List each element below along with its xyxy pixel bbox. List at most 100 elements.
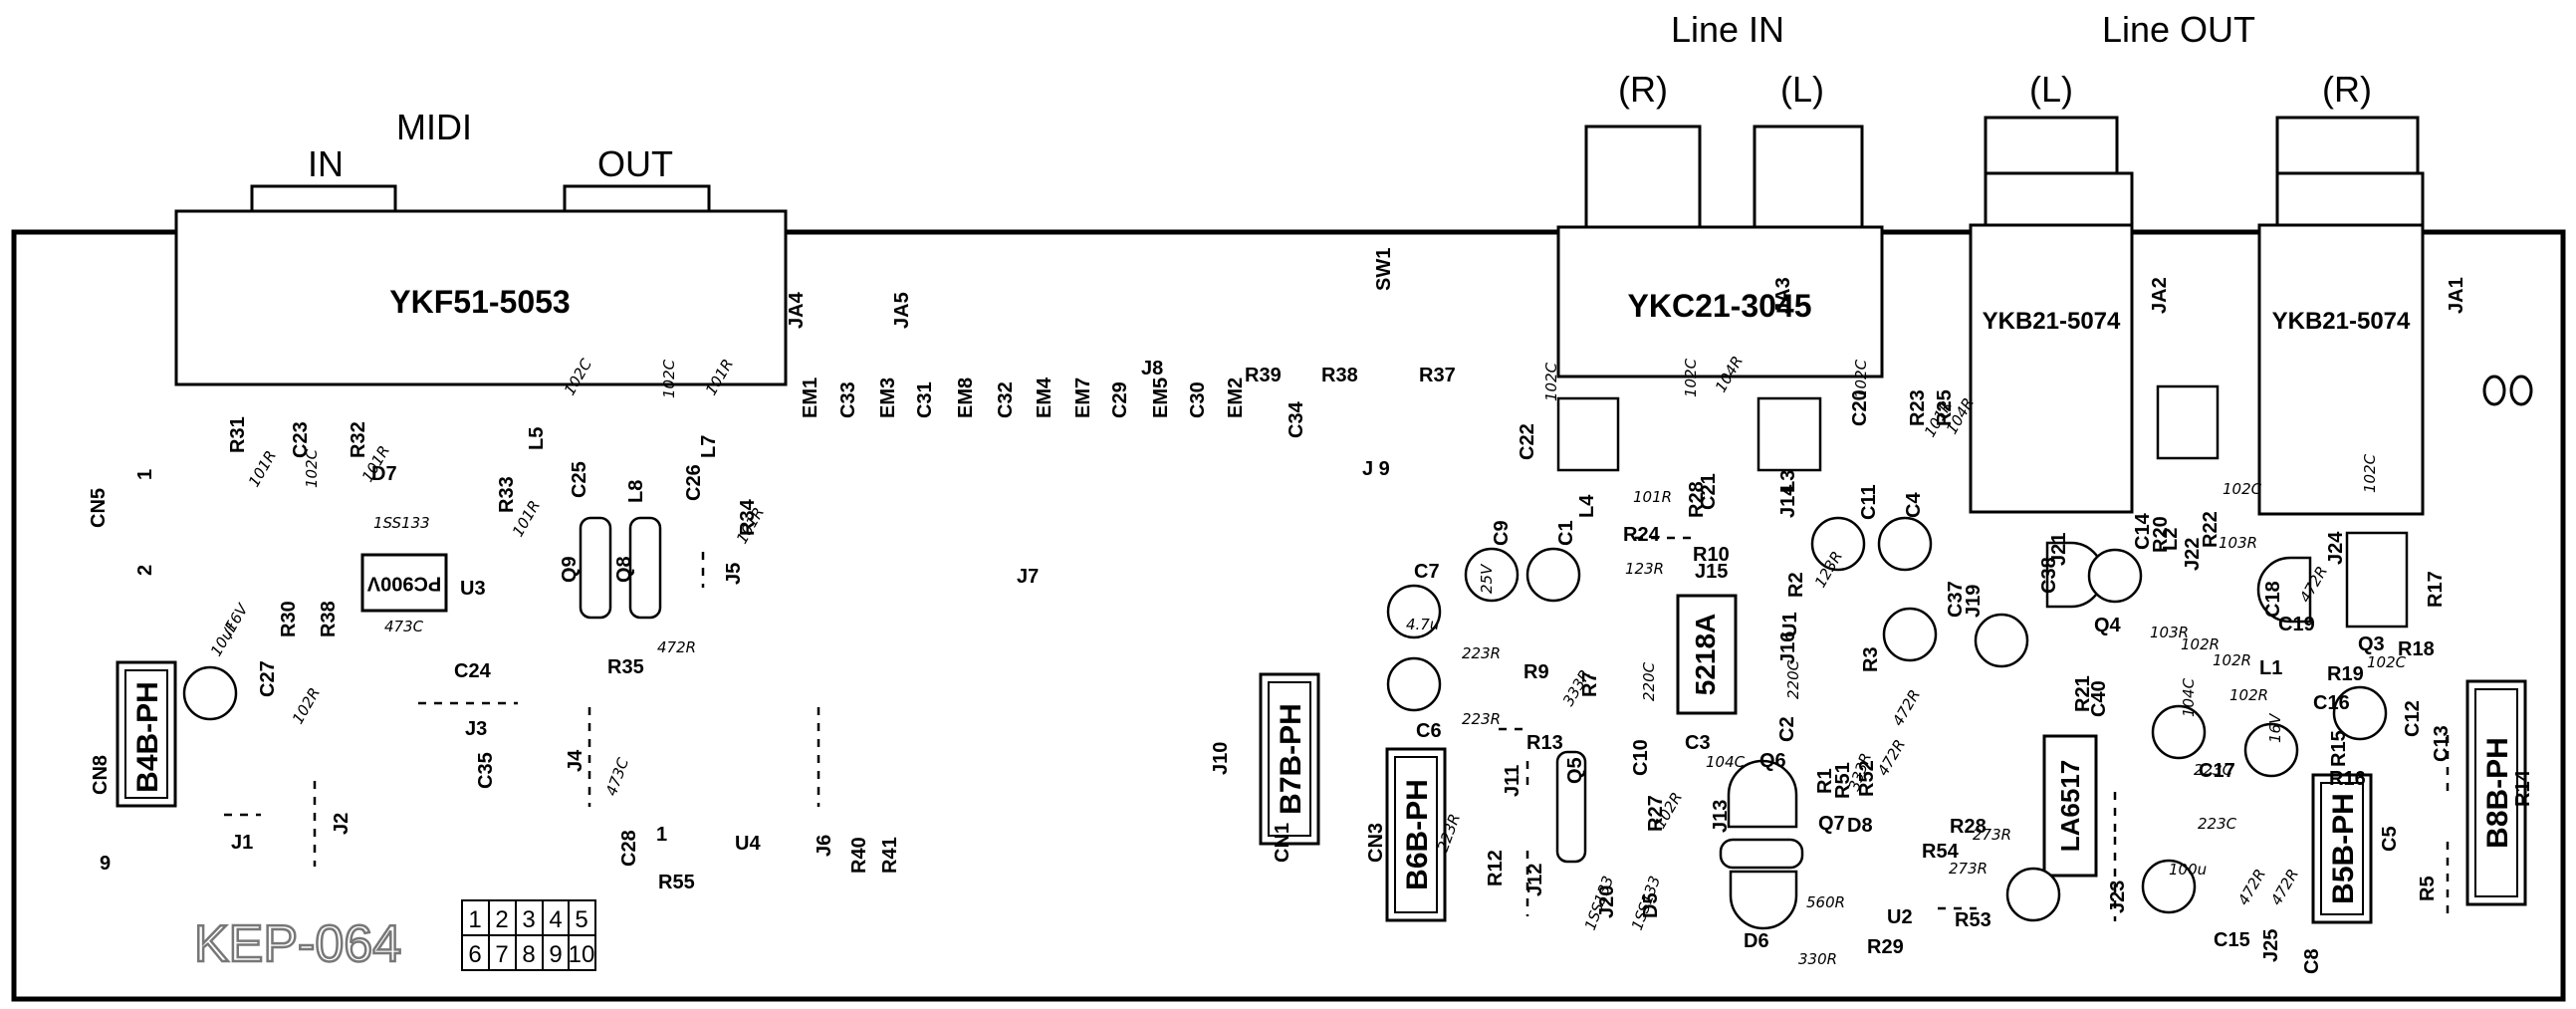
line-out-r-connector-part: YKB21-5074 (2272, 308, 2411, 335)
component-ref-label: C30 (1187, 381, 1209, 418)
component-value-label: 473C (384, 618, 424, 635)
component-ref-label: Q6 (1759, 750, 1786, 772)
header-cn1-part: B7B-PH (1275, 703, 1307, 815)
component-ref-label: C32 (995, 381, 1017, 418)
component-ref-label: SW1 (1373, 248, 1395, 291)
component-value-label: 102C (2223, 480, 2262, 498)
component-ref-label: R13 (1526, 732, 1563, 754)
component-value-label: 220C (1784, 659, 1802, 699)
component-ref-label: R18 (2398, 638, 2435, 660)
component-ref-label: J 9 (1362, 458, 1390, 480)
component-ref-label: C1 (1555, 520, 1577, 546)
ic-u5: LA6517 (2042, 734, 2098, 878)
component-ref-label: R23 (1907, 389, 1929, 426)
component-value-label: 273R (1973, 826, 2011, 844)
component-value-label: 102C (1852, 359, 1870, 398)
component-ref-label: 1 (134, 469, 156, 480)
component-ref-label: R54 (1922, 841, 1960, 863)
component-ref-label: R29 (1867, 936, 1904, 958)
component-value-label: 472R (657, 638, 696, 656)
component-value-label: 16V (2266, 712, 2284, 743)
component-ref-label: EM7 (1072, 378, 1094, 418)
component-ref-label: R21 (2072, 675, 2094, 712)
header-cn2-part: B5B-PH (2327, 793, 2360, 904)
component-value-label: 473C (602, 755, 632, 798)
component-value-label: 102C (660, 359, 678, 398)
component-value-label: 4.7u (1406, 616, 1439, 633)
component-ref-label: J4 (565, 749, 586, 772)
component-ref-label: L3 (1777, 470, 1799, 493)
component-ref-label: C2 (1776, 716, 1798, 742)
component-ref-label: EM2 (1225, 378, 1247, 418)
component-ref-label: J25 (2260, 929, 2282, 962)
component-value-label: 102R (2229, 686, 2268, 704)
component-ref-label: Q7 (1818, 813, 1845, 835)
component-ref-label: J13 (1710, 800, 1732, 833)
component-value-label: 223C (2194, 761, 2233, 779)
component-ref-label: R35 (607, 656, 644, 678)
component-ref-label: J11 (1502, 765, 1523, 797)
component-ref-label: C34 (1286, 400, 1307, 438)
component-ref-label: J8 (1141, 358, 1163, 379)
component-ref-label: C8 (2301, 948, 2323, 974)
component-ref-label: JA4 (786, 291, 808, 329)
component-ref-label: JA5 (891, 292, 913, 329)
component-ref-label: JA3 (1772, 277, 1794, 314)
line-out-r-connector: YKB21-5074 (2257, 116, 2425, 516)
component-ref-label: R19 (2327, 663, 2364, 685)
grid-cell: 1 (468, 906, 481, 933)
component-ref-label: EM4 (1034, 377, 1055, 418)
component-value-label: 102C (2367, 653, 2407, 671)
midi-out-heading: OUT (597, 143, 673, 184)
component-ref-label: CN3 (1365, 823, 1387, 863)
component-value-label: 472R (1889, 686, 1924, 729)
component-ref-label: J22 (2182, 538, 2204, 571)
component-ref-label: CN1 (1272, 823, 1293, 863)
component-value-label: 104C (1706, 753, 1746, 771)
component-ref-label: Q3 (2358, 633, 2385, 655)
line-out-l-connector: YKB21-5074 (1969, 116, 2134, 514)
component-ref-label: C29 (1109, 381, 1131, 418)
board-outline (11, 229, 2566, 1002)
component-ref-label: R53 (1955, 909, 1991, 931)
component-value-label: 220C (1640, 661, 1658, 701)
component-ref-label: Q9 (559, 556, 581, 583)
component-ref-label: C38 (2038, 557, 2060, 594)
numbered-grid: 1 2 3 4 5 6 7 8 9 10 (461, 899, 596, 971)
component-ref-label: C19 (2278, 614, 2315, 635)
midi-heading: MIDI (396, 107, 472, 147)
component-ref-label: L8 (625, 480, 647, 503)
component-ref-label: C21 (1698, 473, 1720, 510)
component-ref-label: CN5 (88, 488, 110, 528)
component-value-label: 103R (2150, 624, 2189, 641)
component-ref-label: C28 (618, 830, 640, 867)
component-ref-label: J2 (331, 813, 352, 835)
component-ref-label: C14 (2132, 512, 2154, 550)
component-ref-label: R34 (737, 498, 759, 536)
component-ref-label: R28 (1686, 481, 1708, 518)
component-ref-label: C35 (475, 752, 497, 789)
component-ref-label: D5 (1640, 892, 1662, 918)
component-value-label: 102C (2361, 453, 2379, 493)
component-ref-label: J12 (1524, 864, 1546, 896)
header-cn8: B4B-PH (116, 660, 177, 808)
component-ref-label: JA1 (2446, 277, 2467, 314)
component-ref-label: R51 (1832, 762, 1854, 799)
component-ref-label: J10 (1210, 742, 1232, 775)
component-ref-label: C33 (837, 381, 859, 418)
midi-connector-part: YKF51-5053 (389, 284, 570, 320)
header-cn2: B5B-PH (2311, 773, 2373, 924)
component-ref-label: R30 (278, 601, 300, 637)
grid-cell: 8 (522, 941, 535, 968)
component-value-label: 123R (1625, 560, 1664, 578)
line-in-connector-part: YKC21-3045 (1628, 288, 1812, 324)
component-value-label: 472R (2234, 866, 2269, 908)
grid-cell: 2 (495, 906, 508, 933)
component-ref-label: L2 (2160, 528, 2182, 551)
ic-u3-part: PC900V (366, 573, 441, 595)
component-ref-label: R16 (2329, 768, 2366, 790)
component-value-label: 223R (1462, 710, 1501, 728)
component-ref-label: R27 (1645, 795, 1667, 832)
component-ref-label: C26 (683, 464, 705, 501)
component-ref-label: C20 (1849, 389, 1871, 426)
